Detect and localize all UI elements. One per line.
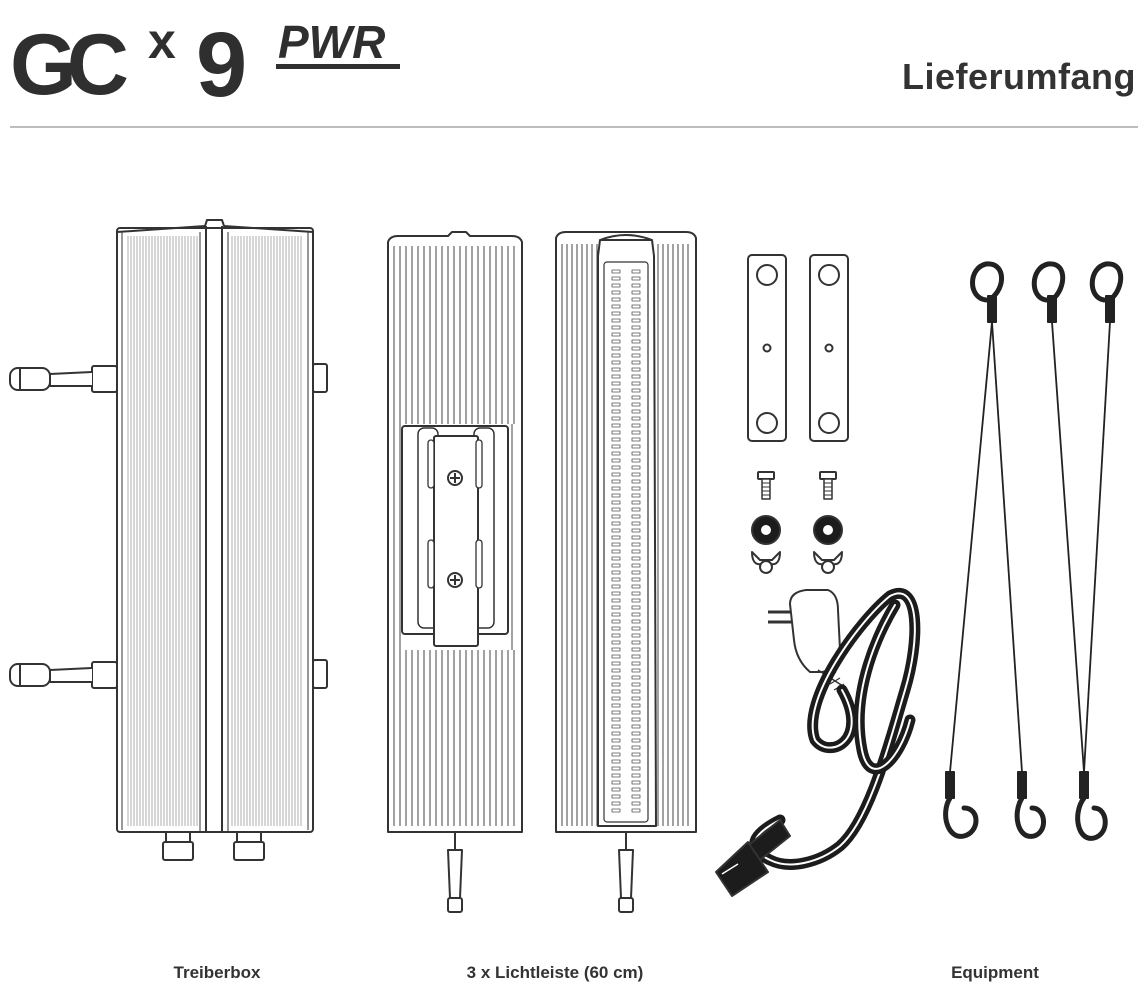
- screws-and-nuts: [751, 471, 843, 574]
- brand-logo: GC x 9 PWR: [10, 13, 400, 101]
- page-title: Lieferumfang: [901, 56, 1136, 97]
- svg-text:GC: GC: [10, 17, 127, 101]
- hanging-wires: [943, 261, 1124, 841]
- caption-driver-box: Treiberbox: [173, 963, 261, 982]
- hanger-1: [943, 261, 1046, 839]
- driver-box-drawing: [9, 219, 328, 861]
- caption-light-bars: 3 x Lichtleiste (60 cm): [466, 963, 644, 982]
- caption-equipment: Equipment: [951, 963, 1039, 982]
- header-divider: [10, 126, 1138, 128]
- hanger-2: [1031, 261, 1108, 841]
- mounting-plates: [747, 254, 849, 442]
- hanger-3: [1083, 261, 1124, 773]
- driver-cable-top: [9, 365, 118, 393]
- svg-text:x: x: [148, 13, 176, 69]
- driver-cable-bottom: [9, 661, 118, 689]
- svg-text:9: 9: [196, 14, 247, 101]
- light-bar-back-drawing: [387, 231, 523, 913]
- power-cable: [715, 588, 921, 897]
- light-bar-front-drawing: [555, 231, 697, 913]
- svg-text:PWR: PWR: [278, 16, 385, 68]
